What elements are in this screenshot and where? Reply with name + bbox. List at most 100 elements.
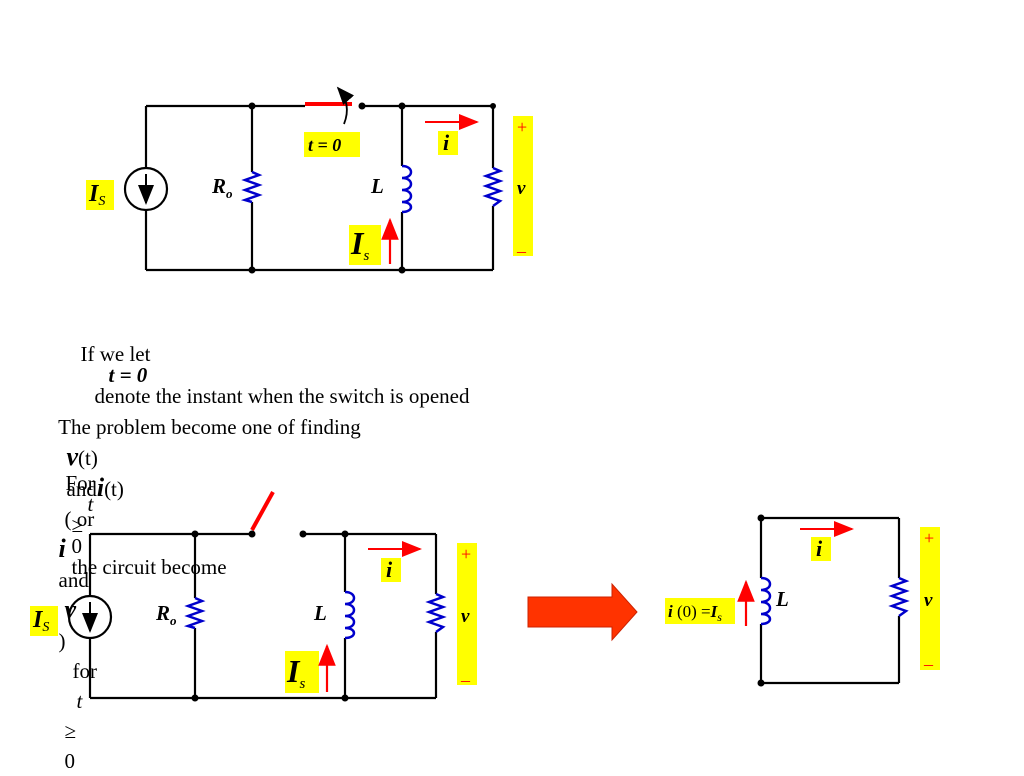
transition-arrow-icon (527, 582, 638, 642)
text-line-3: For t ≥ 0 the circuit become (55, 452, 227, 578)
right-nodes (757, 514, 765, 687)
source-subscript: S (98, 194, 105, 209)
line2-a: The problem become one of finding (58, 415, 361, 439)
switch-label: t = 0 (308, 135, 341, 155)
voltage-label: v (461, 606, 470, 627)
voltage-plus: + (517, 117, 527, 137)
current-label: i (816, 536, 823, 561)
line2-i2: i (58, 534, 66, 563)
inductor-label: L (370, 174, 384, 198)
line2-v2: v (64, 595, 77, 624)
resistor-ro-icon (240, 170, 263, 204)
line2-ge: ≥ (64, 719, 77, 743)
source-current-subscript: s (363, 248, 369, 264)
line2-or: ( or (64, 507, 95, 531)
initial-i: i (668, 602, 673, 621)
svg-text:Ro: Ro (155, 601, 177, 628)
inductor-icon (344, 590, 356, 640)
line1-b: t = 0 (108, 363, 148, 387)
initial-subscript: s (717, 610, 722, 624)
right-wires (759, 516, 901, 685)
resistor-ro-subscript: o (226, 186, 233, 201)
svg-text:IS: IS (88, 181, 105, 209)
open-switch-icon (250, 491, 275, 531)
voltage-label: v (924, 590, 933, 611)
source-symbol: I (88, 181, 100, 207)
resistor-load-icon (425, 592, 447, 634)
svg-text:i (0) =Is: i (0) =Is (668, 602, 722, 624)
bottom-circuit: i IS Ro L Is + v – (30, 491, 477, 702)
source-current-subscript: s (299, 676, 305, 692)
current-label-bg (438, 131, 458, 155)
inductor-label: L (313, 601, 327, 625)
inductor-label: L (775, 587, 789, 611)
voltage-plus: + (461, 544, 471, 564)
voltage-label: v (517, 178, 526, 199)
line2-for: for (72, 659, 98, 683)
svg-text:Is: Is (350, 225, 369, 264)
source-label-bg (30, 606, 58, 636)
source-current-symbol: I (350, 225, 365, 261)
right-circuit: i L i (0) =Is + v – (665, 514, 940, 687)
source-symbol: I (32, 607, 44, 633)
initial-text: (0) = (673, 602, 711, 621)
resistor-ro-symbol: R (155, 601, 170, 625)
voltage-minus: – (516, 241, 527, 261)
text-line-2: The problem become one of finding v(t) a… (48, 382, 361, 776)
svg-text:IS: IS (32, 607, 49, 635)
current-source-icon (123, 166, 169, 212)
top-nodes (248, 102, 496, 274)
line2-t2: (t) (104, 477, 124, 501)
line1-a: If we let (80, 342, 151, 366)
line1-c: denote the instant when the switch is op… (94, 384, 470, 408)
voltage-bar (513, 116, 533, 256)
source-current-bg (285, 651, 319, 693)
resistor-ro-symbol: R (211, 174, 226, 198)
current-label: i (386, 557, 393, 582)
line2-and2: and (58, 568, 89, 592)
voltage-minus: – (460, 670, 471, 690)
resistor-load-icon (482, 166, 504, 208)
switch-label-bg (304, 132, 360, 157)
resistor-load-icon (888, 576, 910, 618)
current-label-bg (811, 537, 831, 561)
resistor-ro-icon (183, 596, 206, 630)
current-label-bg (381, 558, 401, 582)
line2-close: ) (58, 629, 66, 653)
line2-t1: (t) (78, 446, 98, 470)
voltage-minus: – (923, 654, 934, 674)
voltage-bar (920, 527, 940, 670)
line3-a: For (65, 471, 95, 495)
inductor-icon (760, 576, 772, 626)
line2-v1: v (66, 442, 79, 471)
resistor-ro-subscript: o (170, 613, 177, 628)
initial-condition-bg (665, 598, 735, 624)
source-current-symbol: I (286, 653, 301, 689)
line3-zero: 0 (71, 534, 83, 558)
line3-t: t (87, 492, 94, 516)
line2-and1: and (66, 477, 97, 501)
bottom-wires (88, 532, 438, 700)
svg-text:Ro: Ro (211, 174, 233, 201)
switch-icon (305, 86, 355, 125)
top-wires (144, 104, 495, 272)
line3-b: the circuit become (71, 555, 227, 579)
line3-ge: ≥ (71, 513, 84, 537)
top-circuit: i IS Ro t = 0 L Is + v – (86, 86, 533, 274)
svg-text:Is: Is (286, 653, 305, 692)
bottom-nodes (191, 530, 349, 702)
line2-t: t (76, 689, 83, 713)
line2-i1: i (96, 473, 105, 502)
source-current-bg (349, 225, 381, 265)
voltage-plus: + (924, 528, 934, 548)
line2-zero: 0 (64, 749, 76, 773)
text-line-1: If we let t = 0 denote the instant when … (70, 323, 470, 407)
current-source-icon (67, 594, 113, 640)
inductor-icon (401, 164, 413, 214)
voltage-bar (457, 543, 477, 685)
source-label-bg (86, 180, 114, 210)
source-subscript: S (42, 620, 49, 635)
current-label: i (443, 130, 450, 155)
initial-I: I (710, 602, 719, 621)
